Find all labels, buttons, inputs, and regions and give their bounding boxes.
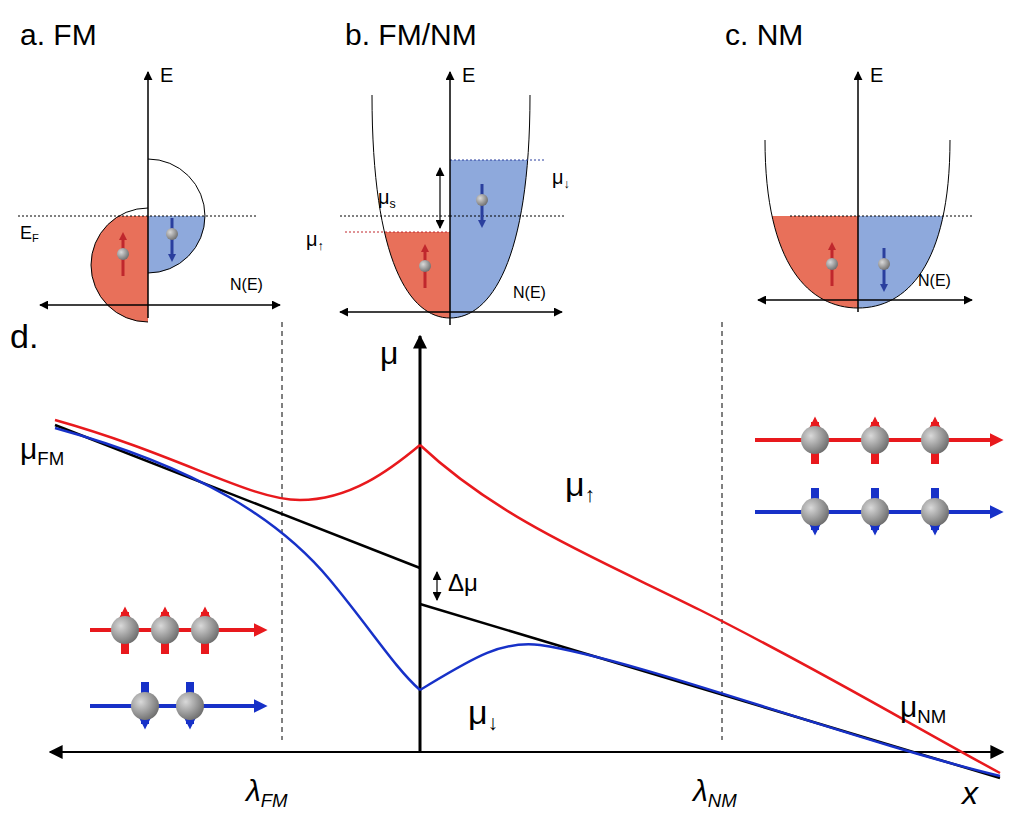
dos-axis: [758, 299, 972, 301]
potential-plot: [50, 322, 1003, 778]
electron: [419, 260, 431, 272]
panel-title: c. NM: [725, 18, 803, 51]
spin-up-potential: [345, 232, 450, 233]
energy-axis: [147, 72, 149, 318]
spin-accumulation-arrow: [439, 168, 440, 228]
potential-step-label: Δμ: [448, 570, 478, 596]
potential-step-arrow: [436, 572, 437, 600]
spin-up-potential: [55, 420, 420, 500]
dos-panel-b: [340, 72, 565, 332]
electron: [191, 616, 219, 644]
spin-down-band: [858, 216, 956, 316]
axis-label: N(E): [513, 284, 546, 302]
potential-label: μ↑: [306, 228, 324, 250]
electron: [176, 692, 204, 720]
electron: [878, 258, 890, 270]
fermi-level: [18, 216, 256, 217]
spin-up-band: [760, 216, 858, 316]
axis-label: E: [160, 64, 173, 86]
average-potential: [55, 425, 420, 568]
length-label: λFM: [246, 774, 288, 807]
band-outline: [372, 95, 530, 318]
fermi-level: [790, 216, 972, 217]
potential-label: μ↓: [468, 694, 498, 731]
energy-axis: [449, 72, 451, 325]
dos-axis: [40, 304, 280, 306]
electron: [166, 228, 178, 240]
energy-axis: [857, 72, 859, 312]
band-outline: [148, 159, 205, 273]
electron: [476, 194, 488, 206]
fm-spin-current: [90, 612, 262, 724]
axis-label: x: [962, 776, 978, 811]
dos-panel-a: [18, 72, 280, 326]
spin-down-band: [450, 160, 550, 330]
electron: [111, 616, 139, 644]
fermi-level: [450, 216, 565, 217]
axis-label: E: [462, 64, 475, 86]
spin-down-band: [148, 216, 208, 276]
potential-label: μ↓: [552, 166, 570, 188]
electron: [861, 498, 889, 526]
potential-label: μFM: [20, 432, 64, 465]
spin-down-potential: [450, 160, 545, 161]
spin-diffusion-length-marker: [722, 322, 723, 740]
axis-label: μ: [380, 336, 398, 371]
electron: [921, 426, 949, 454]
nm-spin-current: [755, 422, 998, 530]
electron: [131, 692, 159, 720]
spin-diffusion-length-marker: [282, 322, 283, 740]
average-potential: [420, 604, 1000, 778]
x-axis: [50, 751, 1003, 753]
fermi-level: [340, 216, 450, 217]
spin-up-potential: [420, 445, 1000, 773]
fermi-level-label: EF: [20, 224, 39, 244]
axis-label: N(E): [918, 272, 951, 290]
dos-panel-c: [758, 72, 972, 316]
spin-up-band: [360, 232, 450, 332]
panel-title: d.: [10, 318, 38, 355]
dos-axis: [340, 311, 562, 313]
electron: [117, 248, 129, 260]
potential-label: μ↑: [565, 466, 595, 503]
electron: [151, 616, 179, 644]
electron: [801, 498, 829, 526]
axis-label: E: [870, 64, 883, 86]
axis-label: N(E): [230, 276, 263, 294]
electron: [861, 426, 889, 454]
spin-up-band: [91, 216, 148, 326]
panel-title: b. FM/NM: [345, 18, 477, 51]
spin-down-potential: [420, 644, 1000, 776]
electron: [801, 426, 829, 454]
spin-accumulation-label: μs: [378, 186, 396, 208]
panel-title: a. FM: [20, 18, 97, 51]
electron: [921, 498, 949, 526]
electron: [826, 258, 838, 270]
spin-down-potential: [55, 428, 420, 690]
potential-label: μNM: [900, 690, 946, 723]
length-label: λNM: [693, 774, 737, 807]
